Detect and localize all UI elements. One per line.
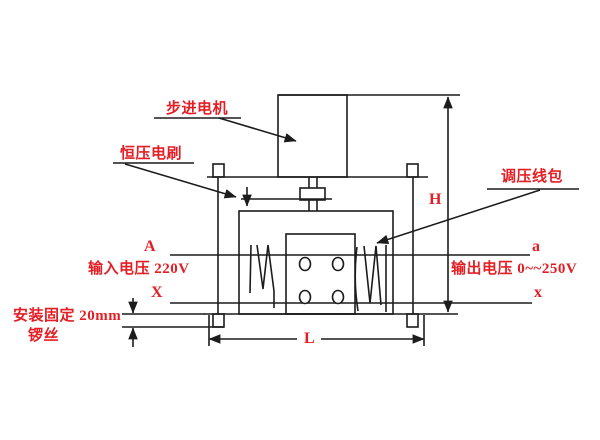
bottom-right-lug — [406, 313, 419, 328]
right-winding — [354, 245, 387, 312]
dimension-20mm — [122, 298, 224, 347]
label-terminal-X: X — [151, 284, 163, 301]
leader-stepper-motor — [154, 117, 297, 143]
label-terminal-a: a — [532, 238, 540, 255]
label-dimension-l: L — [304, 330, 315, 347]
label-constant-voltage-brush: 恒压电刷 — [120, 146, 183, 162]
label-terminal-x: x — [534, 284, 542, 301]
leader-coil — [376, 188, 579, 245]
leader-brush — [113, 162, 237, 199]
stepper-motor-box — [277, 94, 348, 178]
dimension-l — [208, 315, 425, 346]
label-dimension-h: H — [429, 191, 442, 208]
label-mounting-note-line1: 安装固定 20mm — [13, 308, 122, 324]
label-stepper-motor: 步进电机 — [166, 101, 229, 117]
bottom-left-lug — [212, 313, 225, 328]
top-left-lug — [212, 163, 225, 178]
label-mounting-note-line2: 锣丝 — [28, 328, 60, 344]
terminal-circles — [298, 256, 345, 305]
shaft-and-coupling — [299, 177, 326, 211]
core-box — [285, 233, 356, 315]
top-right-lug — [406, 163, 419, 178]
label-terminal-A: A — [144, 238, 156, 255]
left-winding — [249, 244, 275, 308]
label-input-voltage: 输入电压 220V — [88, 261, 190, 277]
label-voltage-regulating-coil: 调压线包 — [501, 169, 564, 185]
label-output-voltage: 输出电压 0~~250V — [451, 261, 578, 277]
